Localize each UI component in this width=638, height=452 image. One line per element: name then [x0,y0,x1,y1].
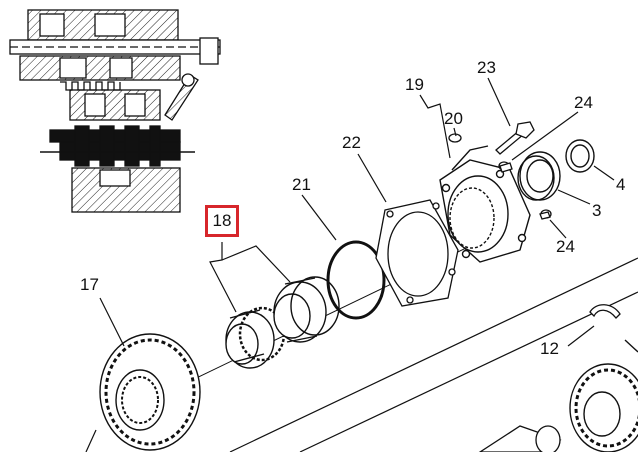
callout-22: 22 [342,133,361,152]
callout-18-highlight: 18 [205,205,239,237]
callout-24-lower: 24 [556,237,575,256]
o-ring-21 [326,240,386,320]
callout-24-upper: 24 [574,93,593,112]
callout-3: 3 [592,201,602,220]
callout-21: 21 [292,175,311,194]
callout-4: 4 [616,175,626,194]
gear-partial-right [569,339,638,452]
bolt-23 [495,121,535,155]
bearing-18 [225,306,286,369]
dowel-24-upper [498,161,513,173]
gasket-22 [375,199,459,307]
dowel-24-lower [539,209,552,220]
callout-19: 19 [405,75,424,94]
callout-12: 12 [540,339,559,358]
bearing-cup-18 [273,276,340,343]
callout-17: 17 [80,275,99,294]
housing-edge-line [229,257,638,452]
ring-4 [565,139,595,173]
gear-17 [85,333,201,452]
callout-23: 23 [477,58,496,77]
snap-ring-12 [589,304,621,319]
washer-20 [448,133,462,143]
seal-3 [517,151,561,201]
retainer-housing-19 [439,145,531,263]
housing-edge-line-2 [299,291,638,452]
callout-18: 18 [212,211,232,230]
output-shaft [478,425,562,452]
leader-lines [99,77,615,347]
inset-section-view [9,9,221,213]
callout-20: 20 [444,109,463,128]
